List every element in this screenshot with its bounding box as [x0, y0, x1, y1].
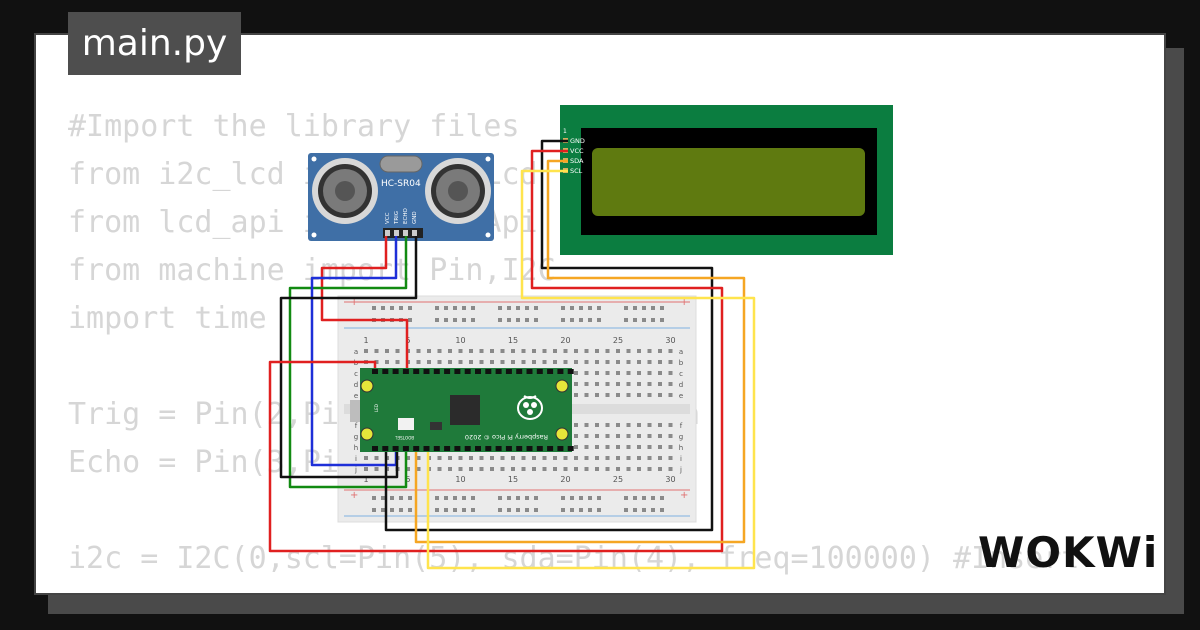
mount-hole-icon [555, 379, 569, 393]
row-letter: h [679, 444, 683, 452]
wire-sensor-trig [288, 236, 408, 489]
sensor-pin-label: GND [412, 211, 418, 224]
lcd-pin-label: SCL [570, 167, 583, 175]
wire-lcd-scl [426, 169, 756, 570]
sensor-pin-label: VCC [385, 212, 391, 224]
wires [268, 139, 756, 570]
column-number: 1 [363, 336, 368, 345]
row-letter: b [679, 359, 684, 367]
code-line: i2c = I2C(0,scl=Pin(5), sda=Pin(4), freq… [68, 541, 1080, 576]
wire-lcd-gnd [384, 139, 714, 532]
led-chip [430, 422, 442, 430]
wire-lcd-vcc [268, 149, 724, 553]
row-letter: i [680, 455, 682, 463]
row-letter: d [679, 381, 683, 389]
sensor-pin-label: ECHO [403, 208, 409, 224]
rail-plus-symbol: + [350, 297, 358, 308]
row-letter: f [680, 422, 683, 430]
row-letter: e [679, 392, 683, 400]
row-letter: a [354, 348, 358, 356]
mount-hole-icon [360, 379, 374, 393]
column-number: 30 [665, 336, 675, 345]
lcd-display[interactable]: 1 GND VCC SDA SCL [560, 105, 893, 255]
lcd-pin-label: SDA [570, 157, 584, 165]
row-letter: f [355, 422, 358, 430]
raspberry-logo-icon [517, 395, 543, 420]
column-number: 1 [363, 475, 368, 484]
rail-plus-symbol: + [350, 490, 358, 501]
column-number: 10 [455, 475, 465, 484]
transmitter-icon [312, 158, 378, 224]
row-letter: e [354, 392, 358, 400]
code-line: #Import the library files [68, 109, 520, 144]
row-letter: c [679, 370, 683, 378]
row-letter: c [354, 370, 358, 378]
row-letter: a [679, 348, 683, 356]
wire-sensor-vcc [320, 236, 409, 368]
row-letter: g [679, 433, 683, 441]
mount-hole-icon [555, 427, 569, 441]
wokwi-logo: WOKWi [978, 528, 1159, 577]
sensor-model-label: HC-SR04 [381, 179, 421, 189]
row-letter: g [354, 433, 358, 441]
column-number: 5 [405, 475, 410, 484]
column-number: 20 [560, 475, 570, 484]
row-letter: d [354, 381, 358, 389]
bootsel-label: BOOTSEL [395, 435, 414, 440]
column-number: 25 [613, 475, 623, 484]
pico-pin-headers [372, 369, 574, 451]
column-number: 10 [455, 336, 465, 345]
lcd-pin-index: 1 [563, 128, 567, 135]
code-line: I2C_ADDR = i2c.scan()[0]#Scan I2C addres… [68, 583, 1079, 593]
rp2040-chip [450, 395, 480, 425]
column-number: 15 [508, 336, 518, 345]
row-letter: j [354, 466, 357, 474]
column-number: 15 [508, 475, 518, 484]
lcd-pin-label: VCC [570, 147, 584, 155]
lcd-pin-label: GND [570, 137, 585, 145]
crystal-oscillator [379, 155, 423, 173]
rail-plus-symbol: + [680, 490, 688, 501]
column-number: 25 [613, 336, 623, 345]
rail-plus-symbol: + [680, 297, 688, 308]
file-tab[interactable]: main.py [68, 12, 241, 75]
wire-lcd-sda [414, 159, 746, 544]
wire-sensor-gnd [279, 236, 418, 479]
row-letter: i [355, 455, 357, 463]
column-number: 20 [560, 336, 570, 345]
sensor-pin-label: TRIG [394, 211, 400, 225]
lcd-screen [592, 148, 865, 216]
column-number: 30 [665, 475, 675, 484]
row-letter: j [679, 466, 682, 474]
led-label: LED [374, 404, 379, 412]
raspberry-pi-pico[interactable]: Raspberry Pi Pico © 2020 LED BOOTSEL [350, 368, 574, 452]
receiver-icon [425, 158, 491, 224]
bootsel-button[interactable] [398, 418, 414, 430]
code-line: from machine import Pin,I2C [68, 253, 556, 288]
code-line: import time [68, 301, 267, 336]
row-letter: h [354, 444, 358, 452]
mount-hole-icon [360, 427, 374, 441]
pico-brand-label: Raspberry Pi Pico © 2020 [465, 433, 548, 441]
